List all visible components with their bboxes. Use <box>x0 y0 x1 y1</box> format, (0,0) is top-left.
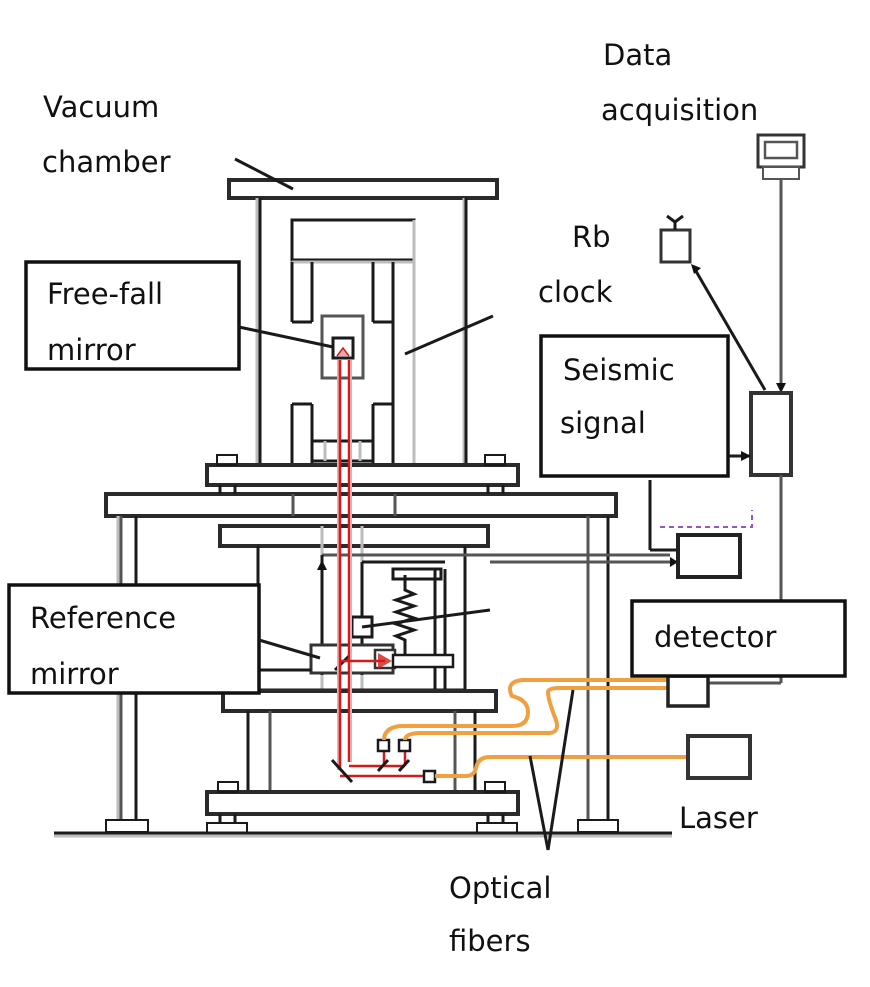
optical-fibers-label-line2: fibers <box>449 924 531 958</box>
reference-mirror-callout <box>7 583 261 695</box>
superspring-assembly <box>218 480 680 795</box>
computer-icon <box>756 133 806 180</box>
rb-clock-icon <box>659 214 692 264</box>
seismometer-box <box>676 533 742 579</box>
reference-mirror-label-line1: Reference <box>30 601 176 635</box>
optical-fibers-paths <box>382 678 688 778</box>
free-fall-mirror-label-line1: Free-fall <box>47 277 163 311</box>
seismic-signal-callout <box>539 334 730 478</box>
free-fall-mirror-callout <box>24 260 241 371</box>
vacuum-chamber-label-line1: Vacuum <box>43 90 159 124</box>
rb-clock-label-line1: Rb <box>572 220 611 254</box>
rb-clock-label-line2: clock <box>538 275 613 309</box>
free-fall-mirror-label-line2: mirror <box>47 333 136 367</box>
detector-label: detector <box>654 620 777 654</box>
base-plate <box>205 781 520 834</box>
optical-fibers-pointer <box>528 755 550 851</box>
laser-label: Laser <box>679 801 758 835</box>
data-acquisition-label-line1: Data <box>603 38 672 72</box>
support-table <box>104 492 619 833</box>
counter-box <box>749 391 793 477</box>
data-acquisition-label-line2: acquisition <box>601 93 758 127</box>
seismic-signal-label-line2: signal <box>560 406 646 440</box>
spring <box>391 575 419 655</box>
reference-mirror-label-line2: mirror <box>30 657 119 691</box>
vacuum-chamber <box>205 178 520 494</box>
vacuum-chamber-pointer <box>234 157 294 191</box>
laser-box <box>686 734 752 780</box>
detector-box <box>666 674 710 708</box>
detector-callout <box>630 599 847 678</box>
vacuum-chamber-label-line2: chamber <box>42 145 171 179</box>
free-fall-mirror-assembly <box>320 314 365 380</box>
optical-fibers-label-line1: Optical <box>449 871 551 905</box>
laser-beam-path <box>330 360 425 784</box>
seismic-signal-label-line1: Seismic <box>563 353 675 387</box>
